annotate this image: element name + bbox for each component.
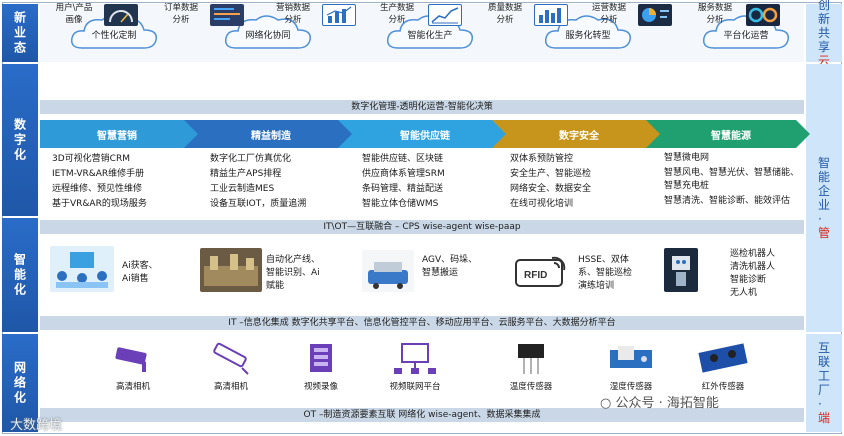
right-label-manage: 智能企业· 管 [806, 64, 842, 332]
robot-image [664, 248, 698, 292]
order-chart-thumbnail [210, 4, 244, 26]
cloud-label: 网络化协同 [222, 28, 314, 41]
analysis-operation: 运营数据 分析 [586, 2, 632, 26]
column-item: 供应商体系管理SRM [362, 167, 510, 182]
column-item: 设备互联IOT，质量追溯 [210, 197, 358, 212]
column-supply-chain: 智能供应链、区块链 供应商体系管理SRM 条码管理、精益配送 智能立体仓储WMS [362, 152, 510, 212]
net-label: 视频联网平台 [380, 380, 450, 392]
net-item-humidity-sensor: 湿度传感器 [596, 340, 666, 382]
column-item: 智慧微电网 [664, 152, 802, 165]
column-item: 双体系预防管控 [510, 152, 658, 167]
band-it-ot-fusion: IT\OT—互联融合 – CPS wise-agent wise-paap [40, 220, 804, 234]
net-label: 视频录像 [286, 380, 356, 392]
cloud-label: 个性化定制 [68, 28, 160, 41]
ai-marketing-image [50, 246, 114, 292]
net-item-video-recorder: 视频录像 [286, 340, 356, 382]
net-item-video-platform: 视频联网平台 [380, 340, 450, 382]
analysis-user-product: 用户\产品 画像 [48, 2, 100, 26]
chevron-smart-supply-chain: 智能供应链 [348, 120, 502, 148]
column-item: 智能供应链、区块链 [362, 152, 510, 167]
watermark-right: ○ 公众号 · 海拓智能 [600, 392, 719, 411]
chevron-smart-marketing: 智慧营销 [40, 120, 194, 148]
right-label-end: 互联工厂· 端 [806, 334, 842, 432]
smart-item-automation: 自动化产线、 智能识别、Ai 赋能 [266, 254, 346, 293]
net-item-infrared-sensor: 红外传感器 [688, 340, 758, 382]
analysis-marketing: 营销数据 分析 [270, 2, 316, 26]
analysis-order: 订单数据 分析 [158, 2, 204, 26]
watermark-left: 大数跨境 [10, 414, 62, 433]
column-item: 远程维修、预见性维修 [52, 182, 202, 197]
right-label-manage-red: 管 [818, 226, 830, 240]
analysis-production: 生产数据 分析 [374, 2, 420, 26]
line-chart-icon [428, 4, 462, 26]
agv-image [362, 250, 414, 292]
cloud-label: 服务化转型 [542, 28, 634, 41]
net-label: 温度传感器 [496, 380, 566, 392]
column-energy: 智慧微电网 智慧风电、智慧光伏、智慧储能、智慧充电桩 智慧清洗、智能诊断、能效评… [664, 152, 802, 208]
column-item: 在线可视化培训 [510, 197, 658, 212]
right-label-end-text: 互联工厂· [818, 341, 830, 411]
rfid-icon: RFID [512, 250, 570, 292]
left-label-digital: 数字化 [2, 64, 38, 216]
pie-chart-thumbnail [638, 4, 672, 26]
column-item: 3D可视化营销CRM [52, 152, 202, 167]
net-label: 高清相机 [98, 380, 168, 392]
net-label: 湿度传感器 [596, 380, 666, 392]
chevron-lean-manufacturing: 精益制造 [194, 120, 348, 148]
left-label-new-business: 新业态 [2, 4, 38, 62]
smart-item-robot: 巡检机器人 清洗机器人 智能诊断 无人机 [730, 248, 804, 300]
cloud-label: 智能化生产 [384, 28, 476, 41]
right-label-cloud-text: 创新共享 [818, 0, 830, 54]
net-item-temperature-sensor: 温度传感器 [496, 340, 566, 382]
column-item: 网络安全、数据安全 [510, 182, 658, 197]
chevron-digital-security: 数字安全 [502, 120, 656, 148]
band-digital-management: 数字化管理-透明化运营-智能化决策 [40, 100, 804, 114]
column-item: 数字化工厂仿真优化 [210, 152, 358, 167]
net-item-camera-1: 高清相机 [98, 340, 168, 382]
column-item: 精益生产APS排程 [210, 167, 358, 182]
column-item: 智能立体仓储WMS [362, 197, 510, 212]
analysis-service: 服务数据 分析 [692, 2, 738, 26]
analysis-row [40, 64, 804, 98]
smart-item-hsse: HSSE、双体 系、智能巡检 演练培训 [578, 254, 658, 293]
bar-chart-icon [322, 4, 356, 26]
chevron-smart-energy: 智慧能源 [656, 120, 806, 148]
production-line-image [200, 248, 262, 292]
svg-text:RFID: RFID [524, 270, 547, 281]
wechat-icon: ○ [600, 396, 611, 411]
right-label-end-red: 端 [818, 411, 830, 425]
band-it-integration: IT –信息化集成 数字化共享平台、信息化管控平台、移动应用平台、云服务平台、大… [40, 316, 804, 330]
ring-chart-thumbnail [746, 4, 780, 26]
smart-item-agv: AGV、码垛、 智慧搬运 [422, 254, 498, 280]
column-chart-icon [534, 4, 568, 26]
column-item: 智慧风电、智慧光伏、智慧储能、智慧充电桩 [664, 167, 802, 193]
column-item: 安全生产、智能巡检 [510, 167, 658, 182]
net-item-camera-2: 高清相机 [196, 340, 266, 382]
right-label-manage-text: 智能企业· [818, 156, 830, 226]
analysis-quality: 质量数据 分析 [482, 2, 528, 26]
column-item: IETM-VR&AR维修手册 [52, 167, 202, 182]
smart-item-ai: Ai获客、 Ai销售 [122, 260, 192, 286]
column-item: 基于VR&AR的现场服务 [52, 197, 202, 212]
left-label-intelligent: 智能化 [2, 218, 38, 332]
column-marketing: 3D可视化营销CRM IETM-VR&AR维修手册 远程维修、预见性维修 基于V… [52, 152, 202, 212]
cloud-label: 平台化运营 [700, 28, 792, 41]
watermark-right-text: 公众号 · 海拓智能 [615, 396, 718, 411]
column-security: 双体系预防管控 安全生产、智能巡检 网络安全、数据安全 在线可视化培训 [510, 152, 658, 212]
column-item: 智慧清洗、智能诊断、能效评估 [664, 195, 802, 208]
column-manufacturing: 数字化工厂仿真优化 精益生产APS排程 工业云制造MES 设备互联IOT，质量追… [210, 152, 358, 212]
column-item: 条码管理、精益配送 [362, 182, 510, 197]
column-item: 工业云制造MES [210, 182, 358, 197]
net-label: 高清相机 [196, 380, 266, 392]
gauge-thumbnail [104, 4, 138, 26]
right-label-cloud: 创新共享 云 [806, 4, 842, 62]
net-label: 红外传感器 [688, 380, 758, 392]
